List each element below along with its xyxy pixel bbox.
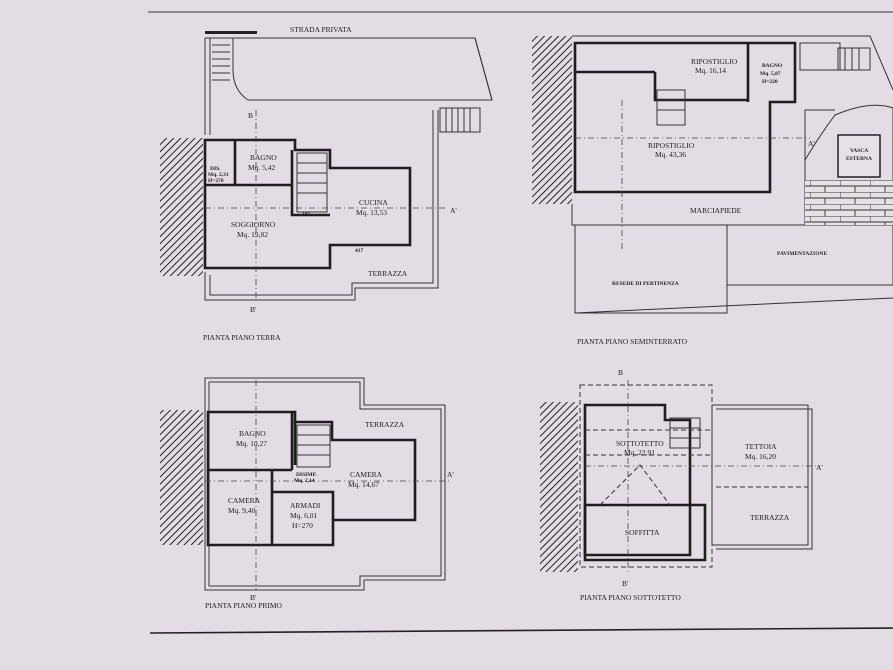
bottom-rule <box>149 627 893 634</box>
terrace-label: TERRAZZA <box>368 269 408 278</box>
room-name: ARMADI <box>290 501 321 510</box>
dimension: 101 <box>302 211 311 217</box>
ground-floor-plan: STRADA PRIVATA B B' A' BAGNO Mq. 5,42 DI… <box>160 25 493 342</box>
section-mark: A' <box>808 139 815 148</box>
room-area: Mq. 2,31 <box>208 172 229 178</box>
room-name: SOTTOTETTO <box>616 439 664 448</box>
room-area: Mq. 16,20 <box>745 452 776 461</box>
plan-title: PIANTA PIANO SOTTOTETTO <box>580 593 681 602</box>
first-floor-plan: B' A' BAGNO Mq. 10,27 DISIMP. Mq. 2,14 C… <box>160 377 454 610</box>
section-mark: B' <box>622 579 629 588</box>
room-name: BAGNO <box>762 63 783 69</box>
room-name: CAMERA <box>228 496 261 505</box>
terrace-label: TERRAZZA <box>365 420 405 429</box>
room-name: SOGGIORNO <box>231 220 276 229</box>
room-height: H=270 <box>208 178 224 184</box>
room-area: Mq. 10,27 <box>236 439 267 448</box>
room-height: H=220 <box>762 79 778 85</box>
attic-plan: B B' A' SOTTOTETTO Mq. 22,91 TETTOIA Mq.… <box>540 368 823 602</box>
tank-label: ESTERNA <box>846 156 872 162</box>
room-name: BAGNO <box>250 153 277 162</box>
room-area: Mq. 2,14 <box>294 478 315 484</box>
room-name: CUCINA <box>359 198 388 207</box>
room-area: Mq. 5,42 <box>248 163 276 172</box>
road-label: STRADA PRIVATA <box>290 25 352 34</box>
basement-plan: VASCA ESTERNA A' RIPOSTIGLIO Mq. 16,14 B… <box>532 35 893 346</box>
section-mark: B' <box>250 305 257 314</box>
room-area: Mq. 19,82 <box>237 230 268 239</box>
section-mark: A' <box>450 206 457 215</box>
tank-label: VASCA <box>850 148 868 154</box>
room-name: DIS. <box>210 166 221 172</box>
room-area: Mq. 43,36 <box>655 150 686 159</box>
room-area: Mq. 9,40 <box>228 506 256 515</box>
section-mark: B <box>618 368 623 377</box>
room-area: Mq. 6,01 <box>290 511 318 520</box>
room-area: Mq. 13,53 <box>356 208 387 217</box>
room-name: CAMERA <box>350 470 383 479</box>
plan-title: PIANTA PIANO SEMINTERRATO <box>577 337 688 346</box>
paving-label: PAVIMENTAZIONE <box>777 251 827 257</box>
walkway-label: MARCIAPIEDE <box>690 206 742 215</box>
room-area: Mq. 16,14 <box>695 66 726 75</box>
room-name: RIPOSTIGLIO <box>691 57 738 66</box>
plan-title: PIANTA PIANO TERRA <box>203 333 281 342</box>
room-name: RIPOSTIGLIO <box>648 141 695 150</box>
retaining-wall-hatch <box>160 138 203 276</box>
section-mark: A' <box>816 463 823 472</box>
section-mark: B' <box>250 593 257 602</box>
plan-title: PIANTA PIANO PRIMO <box>205 601 282 610</box>
room-height: H=270 <box>292 521 313 530</box>
yard-label: RESEDE DI PERTINENZA <box>612 281 679 287</box>
room-area: Mq. 5,87 <box>760 71 781 77</box>
terrace-label: TERRAZZA <box>750 513 790 522</box>
room-name: SOFFITTA <box>625 528 660 537</box>
section-mark: B <box>248 111 253 120</box>
room-name: BAGNO <box>239 429 266 438</box>
section-mark: A' <box>447 470 454 479</box>
room-name: TETTOIA <box>745 442 777 451</box>
external-tank <box>837 134 881 178</box>
dimension: 417 <box>355 248 364 254</box>
room-area: Mq. 22,91 <box>624 448 655 457</box>
room-name: DISIMP. <box>296 472 317 478</box>
room-area: Mq. 14,67 <box>348 480 379 489</box>
